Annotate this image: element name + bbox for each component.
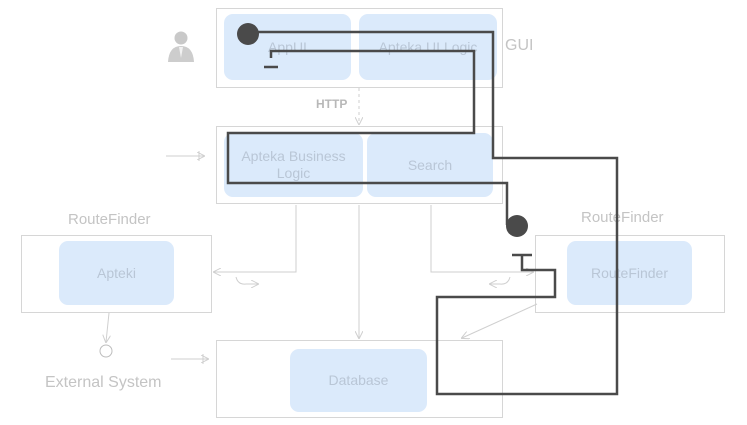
component-database[interactable]: Database — [290, 349, 427, 412]
overlay-node-mid — [506, 215, 528, 237]
connector-business-to-routefinder-right — [430, 205, 533, 284]
routefinder-left-title: RouteFinder — [68, 211, 151, 228]
connector-routefinder-to-database — [462, 303, 538, 338]
user-icon — [168, 31, 194, 62]
overlay-path-outer — [248, 30, 619, 396]
port-arrow-icon — [166, 151, 204, 161]
gui-label: GUI — [505, 37, 534, 54]
routefinder-right-title: RouteFinder — [581, 209, 664, 226]
component-routefinder[interactable]: RouteFinder — [567, 241, 692, 305]
overlay-node-start — [237, 23, 259, 45]
component-search[interactable]: Search — [367, 133, 493, 197]
external-system-label: External System — [45, 374, 162, 391]
http-label: HTTP — [316, 97, 348, 111]
connector-business-to-routefinder-left — [214, 205, 297, 284]
component-apteki[interactable]: Apteki — [59, 241, 174, 305]
overlay-path-inner — [226, 49, 509, 225]
component-apteka-business-logic[interactable]: Apteka Business Logic — [224, 133, 363, 197]
port-arrow-icon — [171, 354, 208, 364]
lollipop-interface-icon — [99, 312, 113, 358]
